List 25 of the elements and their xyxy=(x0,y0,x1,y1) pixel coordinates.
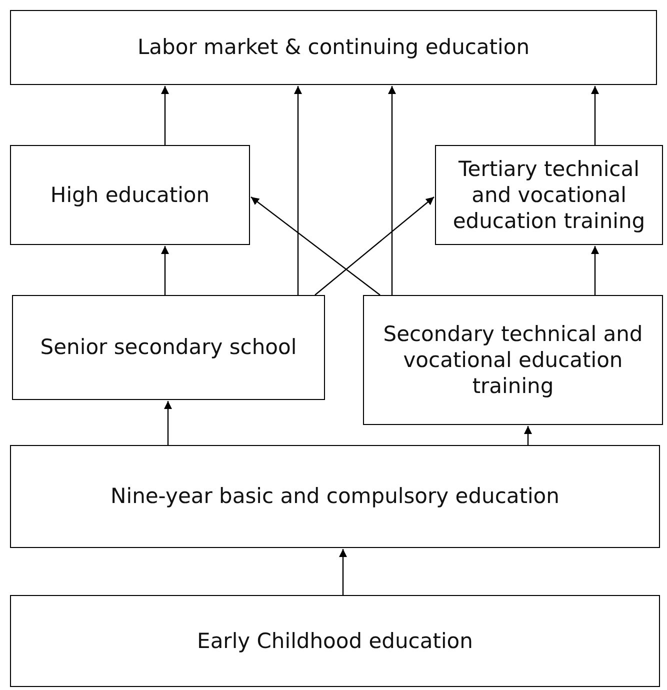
arrow xyxy=(314,196,434,296)
box-label: Tertiary technical and vocational education training xyxy=(452,156,646,234)
arrow xyxy=(250,196,380,296)
process-box xyxy=(10,10,657,85)
arrow xyxy=(339,549,347,595)
arrow xyxy=(164,401,172,445)
arrow xyxy=(524,426,532,445)
arrow xyxy=(294,86,302,295)
box-label: Senior secondary school xyxy=(40,334,297,361)
process-box xyxy=(10,595,660,687)
box-label: Labor market & continuing education xyxy=(137,34,530,61)
box-label: Secondary technical and vocational education training xyxy=(382,320,644,400)
box-label: Nine-year basic and compulsory education xyxy=(110,483,560,510)
arrow xyxy=(388,86,396,295)
process-box xyxy=(10,445,660,548)
arrow xyxy=(591,246,599,295)
process-box xyxy=(363,295,663,425)
process-box xyxy=(12,295,325,400)
arrow xyxy=(161,246,169,295)
box-label: High education xyxy=(50,182,210,208)
arrow xyxy=(161,86,169,145)
arrow xyxy=(591,86,599,145)
process-box xyxy=(10,145,250,245)
process-box xyxy=(435,145,663,245)
box-label: Early Childhood education xyxy=(197,628,473,654)
